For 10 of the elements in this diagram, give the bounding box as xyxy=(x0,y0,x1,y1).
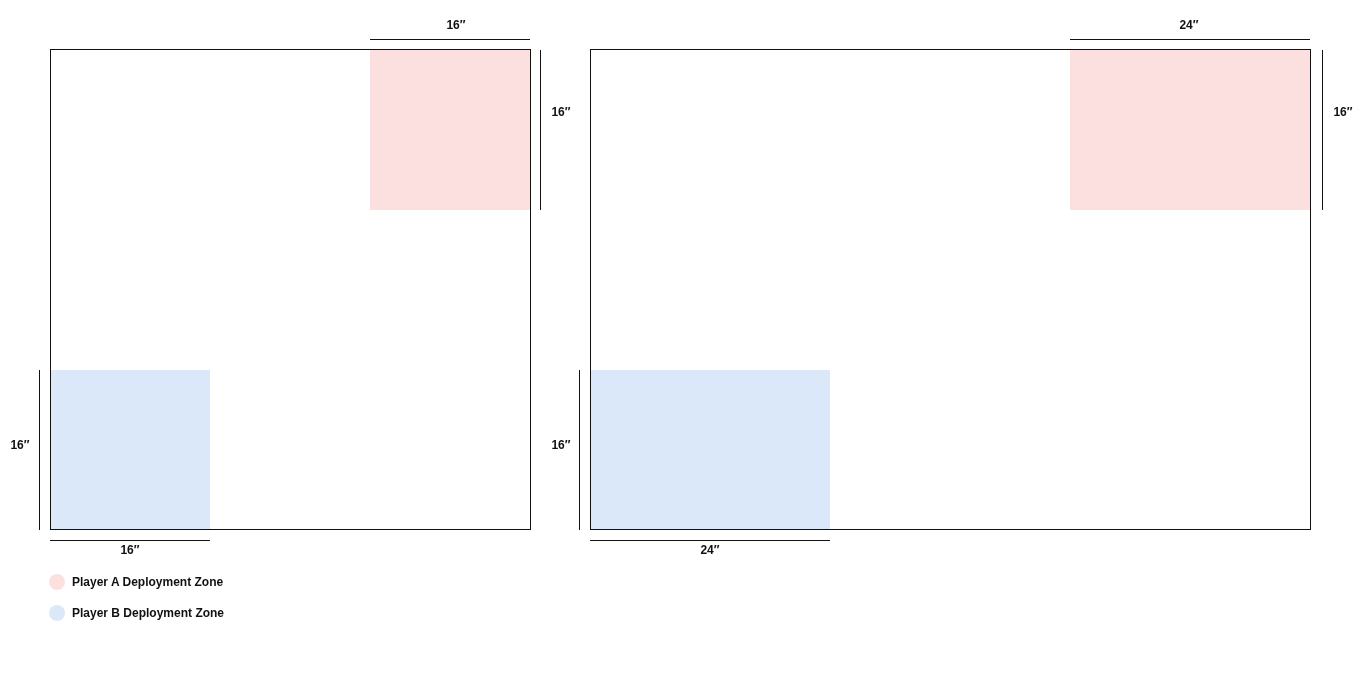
dimension-label: 16″ xyxy=(551,105,571,119)
dimension-label: 16″ xyxy=(10,438,30,452)
dimension-label: 24″ xyxy=(1179,18,1199,32)
legend-label: Player A Deployment Zone xyxy=(72,575,224,589)
legend-label: Player B Deployment Zone xyxy=(72,606,225,620)
dimension-label: 16″ xyxy=(446,18,466,32)
dimension-label: 16″ xyxy=(551,438,571,452)
dimension-label: 24″ xyxy=(700,543,720,557)
dimension-label: 16″ xyxy=(120,543,140,557)
dimension-label: 16″ xyxy=(1333,105,1353,119)
